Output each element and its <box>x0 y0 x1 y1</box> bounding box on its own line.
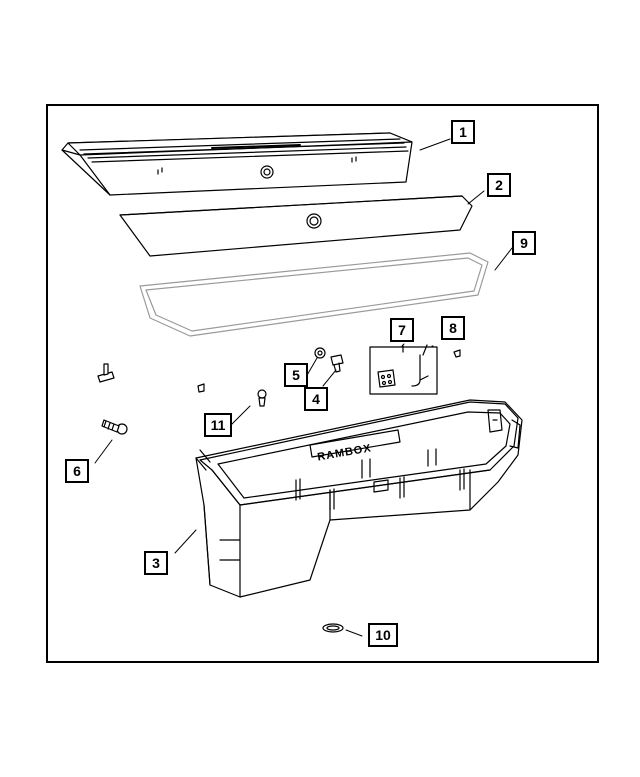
callout-2: 2 <box>487 173 511 197</box>
callout-9: 9 <box>512 231 536 255</box>
storage-bin-part-3: RAMBOX <box>195 399 523 598</box>
callout-4: 4 <box>304 387 328 411</box>
callout-3: 3 <box>144 551 168 575</box>
clip-part-left <box>197 383 205 393</box>
callout-8: 8 <box>441 316 465 340</box>
bolt-part-4 <box>330 354 344 373</box>
seal-gasket-part-9 <box>139 252 489 337</box>
lid-panel-part-1 <box>61 132 413 196</box>
clip-part <box>453 349 461 358</box>
nut-part-5 <box>314 347 326 359</box>
callout-7: 7 <box>390 318 414 342</box>
callout-5: 5 <box>284 363 308 387</box>
lid-inner-panel-part-2 <box>119 195 473 257</box>
callout-10: 10 <box>368 623 398 647</box>
screw-part-6 <box>101 419 128 435</box>
screw-upper-left <box>97 363 115 383</box>
callout-6: 6 <box>65 459 89 483</box>
pin-part-11 <box>257 389 267 407</box>
drain-plug-part-10 <box>322 623 344 633</box>
callout-11: 11 <box>204 413 232 437</box>
callout-1: 1 <box>451 120 475 144</box>
latch-kit-inset <box>369 344 438 395</box>
diagram-frame <box>46 104 599 663</box>
